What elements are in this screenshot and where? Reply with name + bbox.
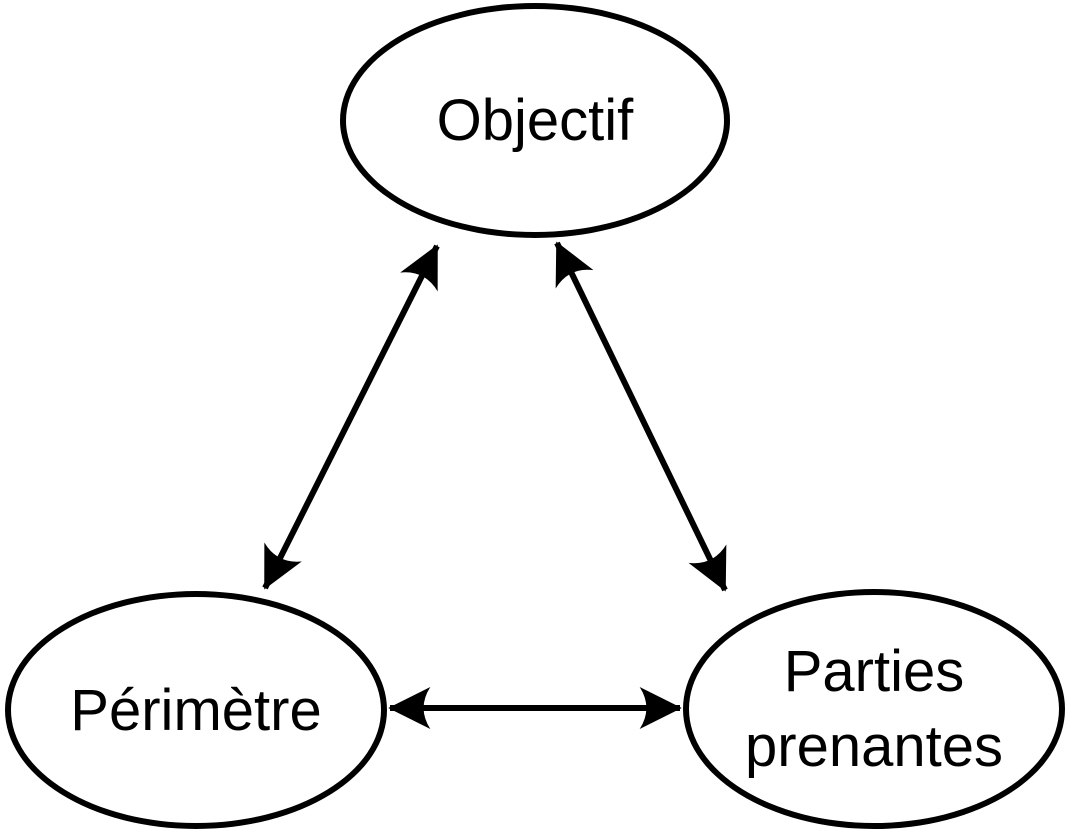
- edge-objectif-perimetre-double-arrow: [262, 244, 440, 590]
- node-objectif-label: Objectif: [436, 88, 634, 153]
- node-perimetre: Périmètre: [5, 591, 387, 829]
- node-perimetre-label: Périmètre: [70, 677, 322, 743]
- node-objectif: Objectif: [340, 3, 730, 238]
- edge-objectif-parties-prenantes-double-arrow: [554, 241, 728, 592]
- node-parties-prenantes-label: Parties prenantes: [745, 639, 1003, 779]
- node-parties-prenantes: Parties prenantes: [683, 589, 1065, 829]
